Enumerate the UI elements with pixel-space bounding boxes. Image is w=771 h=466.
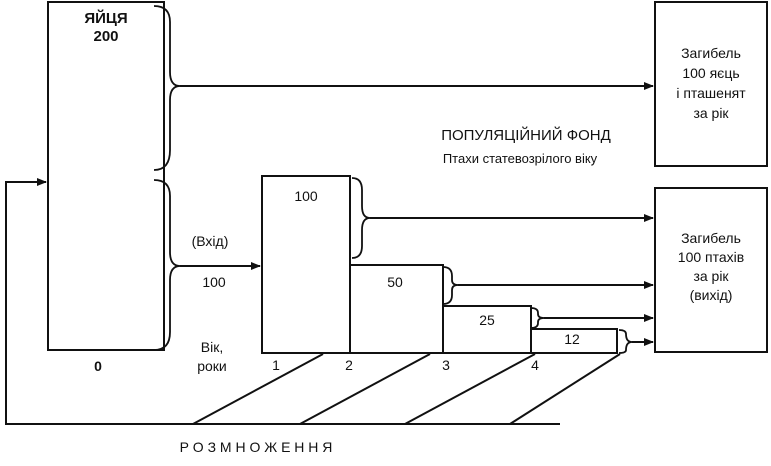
bird-death-block: Загибель 100 птахів за рік (вихід): [654, 187, 768, 353]
age-4-brace: [618, 329, 633, 354]
egg-death-line-1: Загибель: [681, 45, 741, 61]
egg-death-line-4: за рік: [693, 105, 729, 121]
bird-death-box: [654, 187, 768, 353]
bird-death-line-2: 100 птахів: [678, 249, 744, 265]
egg-death-box: [654, 1, 768, 167]
bird-death-line-3: за рік: [693, 268, 729, 284]
age-bar-3-value: 25: [479, 312, 495, 328]
reproduction-hatch-1: [192, 353, 324, 425]
reproduction-label: Р О З М Н О Ж Е Н Н Я: [180, 439, 333, 455]
input-count: 100: [202, 274, 226, 290]
age-zero-label: 0: [94, 358, 102, 374]
egg-death-block: Загибель 100 яєць і пташенят за рік: [654, 1, 768, 167]
bird-death-line-4: (вихід): [690, 287, 733, 303]
age-tick-4: 4: [531, 357, 539, 373]
age-1-brace: [351, 177, 371, 259]
eggs-box: [47, 1, 165, 351]
age-bar-2: [349, 264, 444, 354]
input-label: (Вхід): [192, 233, 229, 249]
eggs-count: 200: [93, 28, 118, 45]
eggs-block: ЯЙЦЯ 200 0: [47, 1, 165, 374]
age-tick-2: 2: [345, 357, 353, 373]
population-subtitle: Птахи статевозрілого віку: [443, 151, 598, 166]
reproduction-feedback-arrow: [5, 178, 193, 425]
eggs-label: ЯЙЦЯ: [84, 9, 127, 27]
egg-death-line-3: і пташенят: [676, 85, 746, 101]
age-3-brace: [530, 307, 545, 329]
age-bar-1-value: 100: [294, 188, 318, 204]
age-2-brace: [442, 266, 459, 305]
age-tick-1: 1: [272, 357, 280, 373]
age-axis-label-line-2: роки: [197, 358, 227, 374]
age-bar-4: [530, 328, 618, 354]
reproduction-hatch-2: [299, 353, 431, 425]
age-bar-2-value: 50: [387, 274, 403, 290]
age-bar-1: [261, 175, 351, 354]
age-tick-3: 3: [442, 357, 450, 373]
reproduction-hatch-3: [404, 353, 536, 425]
bird-death-line-1: Загибель: [681, 230, 741, 246]
reproduction-hatching: [192, 353, 621, 425]
age-axis-label-line-1: Вік,: [201, 339, 223, 355]
egg-death-line-2: 100 яєць: [682, 65, 739, 81]
population-title: ПОПУЛЯЦІЙНИЙ ФОНД: [441, 126, 611, 144]
age-bar-4-value: 12: [564, 331, 580, 347]
age-structure: 100 50 25 12: [261, 175, 618, 354]
age-bar-3: [442, 305, 532, 354]
reproduction-hatch-4: [509, 353, 621, 425]
